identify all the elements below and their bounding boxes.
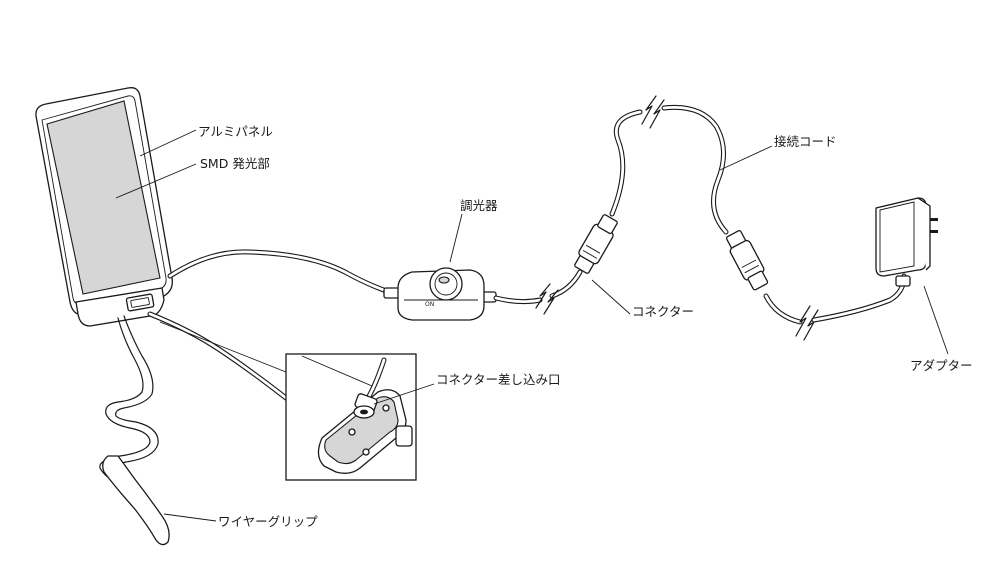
labels: アルミパネル SMD 発光部 調光器 接続コード コネクター アダプター コネク… [198, 124, 973, 529]
panel-to-dimmer-cable [167, 249, 398, 297]
leader-lines [115, 129, 949, 522]
label-smd-emitter: SMD 発光部 [200, 156, 270, 171]
connector-right [725, 230, 769, 291]
connector-left [574, 214, 618, 274]
connection-cord [609, 95, 729, 235]
dimmer-to-connector-cable [493, 269, 583, 315]
dimmer-unit: ON [383, 267, 497, 321]
label-dimmer: 調光器 [460, 198, 498, 213]
smd-emitter-area [46, 100, 161, 295]
dimmer-on-marking: ON [425, 301, 434, 308]
label-aluminum-panel: アルミパネル [198, 124, 273, 139]
wire-grip [99, 315, 170, 546]
connector-socket-inset [285, 353, 417, 481]
light-panel [35, 87, 173, 327]
socket-callout-lines [147, 311, 289, 401]
label-connector-socket: コネクター差し込み口 [436, 372, 561, 387]
label-adapter: アダプター [910, 358, 973, 373]
label-connection-cord: 接続コード [774, 134, 837, 149]
label-connector: コネクター [632, 304, 694, 319]
adapter [875, 197, 938, 287]
label-wire-grip: ワイヤーグリップ [218, 514, 318, 529]
connector-to-adapter-cable [763, 273, 907, 341]
